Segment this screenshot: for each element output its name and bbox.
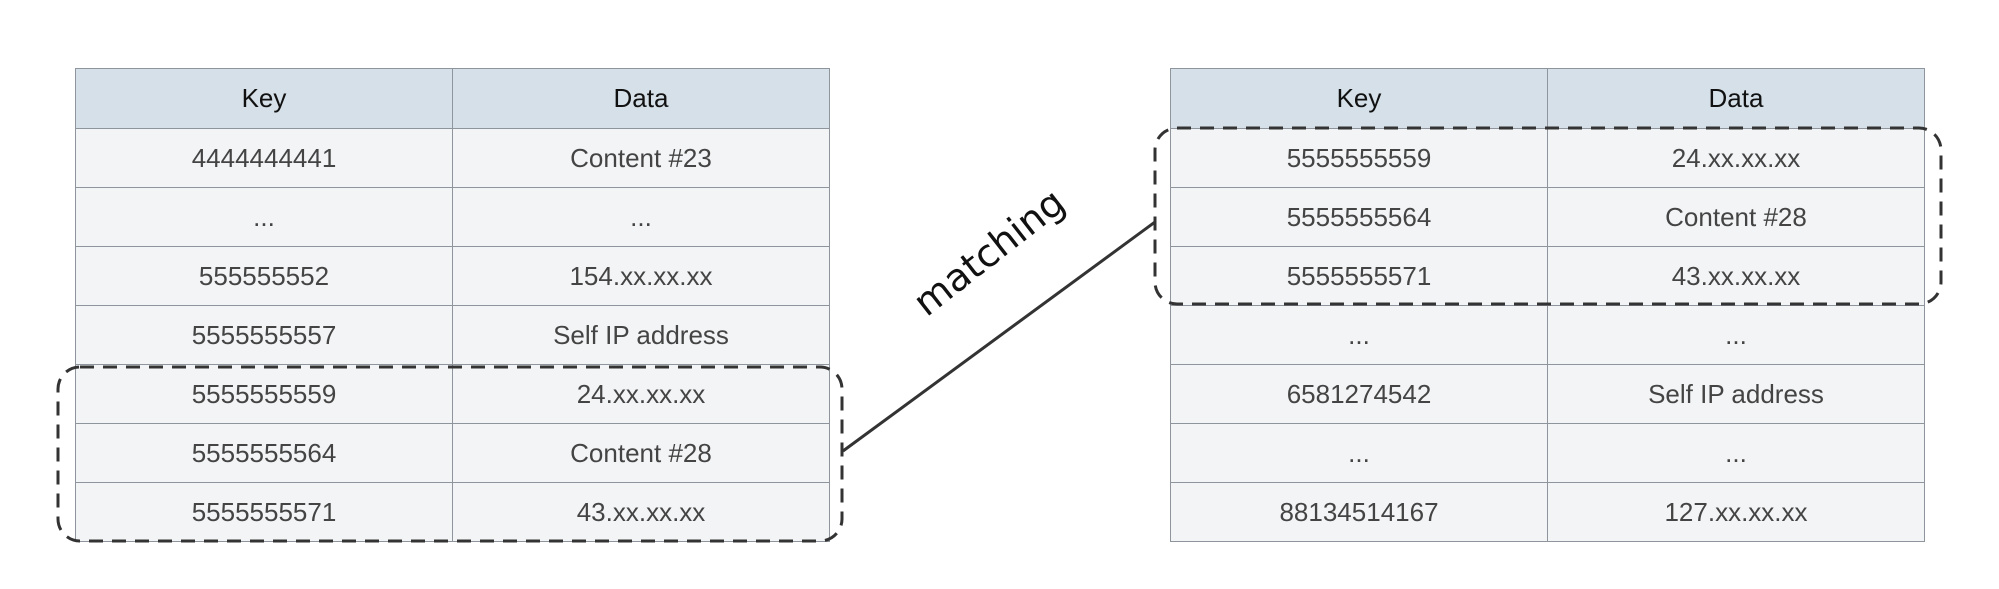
key-cell: 5555555559 bbox=[75, 364, 453, 424]
data-cell: ... bbox=[452, 187, 830, 247]
key-cell: 5555555564 bbox=[1170, 187, 1548, 247]
data-cell: 24.xx.xx.xx bbox=[452, 364, 830, 424]
key-cell: 555555552 bbox=[75, 246, 453, 306]
key-cell: ... bbox=[1170, 305, 1548, 365]
table-header-row: Key Data bbox=[75, 68, 830, 129]
matching-connector-line bbox=[842, 220, 1156, 453]
data-cell: Content #23 bbox=[452, 128, 830, 188]
data-cell: ... bbox=[1547, 423, 1925, 483]
key-cell: ... bbox=[75, 187, 453, 247]
table-row: ...... bbox=[1170, 305, 1925, 365]
key-column-header: Key bbox=[75, 68, 453, 129]
key-cell: 6581274542 bbox=[1170, 364, 1548, 424]
key-cell: 5555555557 bbox=[75, 305, 453, 365]
key-column-header: Key bbox=[1170, 68, 1548, 129]
key-cell: ... bbox=[1170, 423, 1548, 483]
data-cell: 154.xx.xx.xx bbox=[452, 246, 830, 306]
data-column-header: Data bbox=[1547, 68, 1925, 129]
key-cell: 5555555571 bbox=[1170, 246, 1548, 306]
table-row: ...... bbox=[1170, 423, 1925, 483]
key-cell: 5555555571 bbox=[75, 482, 453, 542]
key-cell: 5555555559 bbox=[1170, 128, 1548, 188]
data-cell: 127.xx.xx.xx bbox=[1547, 482, 1925, 542]
left-highlight-box bbox=[56, 365, 844, 543]
table-row: ...... bbox=[75, 187, 830, 247]
key-cell: 5555555564 bbox=[75, 423, 453, 483]
data-cell: ... bbox=[1547, 305, 1925, 365]
data-cell: Self IP address bbox=[452, 305, 830, 365]
data-cell: Content #28 bbox=[1547, 187, 1925, 247]
right-highlight-box bbox=[1153, 126, 1943, 306]
data-cell: 43.xx.xx.xx bbox=[452, 482, 830, 542]
key-cell: 88134514167 bbox=[1170, 482, 1548, 542]
data-cell: Content #28 bbox=[452, 423, 830, 483]
table-header-row: Key Data bbox=[1170, 68, 1925, 129]
data-cell: 43.xx.xx.xx bbox=[1547, 246, 1925, 306]
data-column-header: Data bbox=[452, 68, 830, 129]
